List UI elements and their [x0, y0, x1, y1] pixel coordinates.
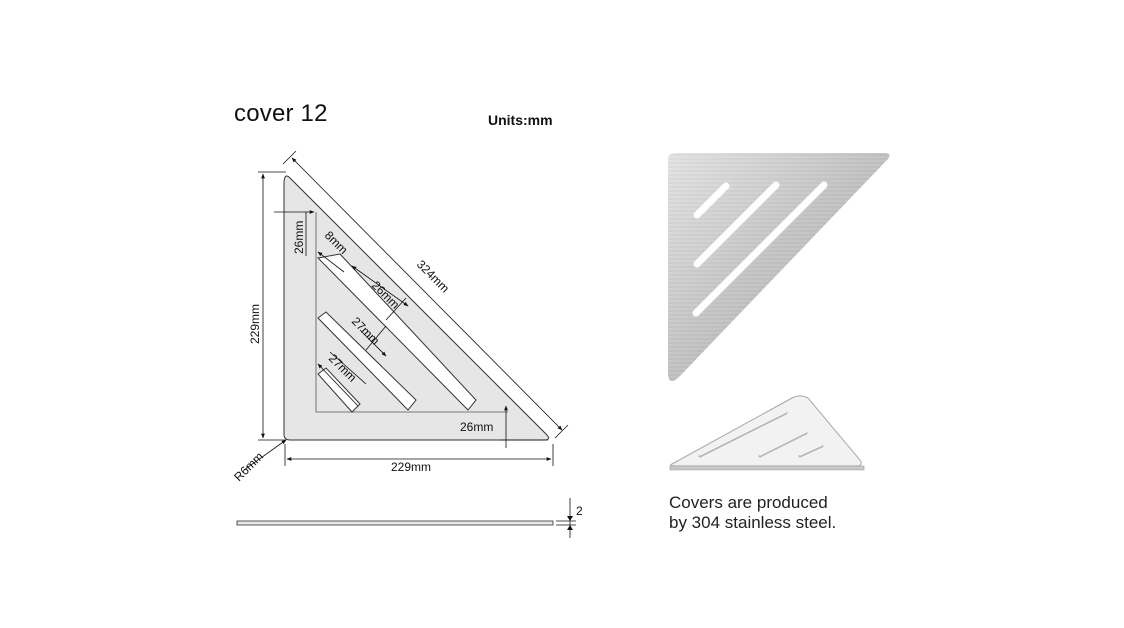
dim-line-slot-gap-2 — [359, 329, 387, 357]
dim-hypotenuse-label: 324mm — [414, 257, 452, 295]
render-slot-1 — [692, 181, 828, 317]
dim-inner-top-label: 26mm — [292, 221, 306, 254]
dim-height-label: 229mm — [248, 304, 262, 344]
dim-line-slot-width — [317, 251, 345, 273]
profile-bar — [236, 520, 554, 526]
dim-line-hypotenuse — [291, 157, 563, 431]
render-slot-3 — [693, 182, 730, 219]
caption-line-2: by 304 stainless steel. — [669, 513, 837, 532]
drawing-title: cover 12 — [234, 100, 328, 127]
dimension-lines — [243, 150, 569, 471]
render-slot-2 — [693, 181, 780, 268]
dim-line-slot-gap-1 — [351, 265, 409, 307]
dim-width-label: 229mm — [391, 460, 431, 474]
steel-cover-perspective-render — [669, 395, 865, 471]
side-profile-drawing — [236, 498, 576, 538]
units-label: Units:mm — [488, 112, 553, 128]
material-caption: Covers are produced by 304 stainless ste… — [669, 493, 836, 533]
dim-inner-right-label: 26mm — [460, 420, 493, 434]
dim-line-radius — [243, 439, 287, 471]
dim-radius-label: R6mm — [231, 449, 266, 484]
dim-thickness-label: 2 — [576, 504, 583, 518]
dim-line-slot-gap-3 — [317, 363, 359, 407]
caption-line-1: Covers are produced — [669, 493, 828, 512]
steel-cover-top-render — [668, 153, 890, 382]
cover-plate-drawing — [283, 175, 550, 441]
